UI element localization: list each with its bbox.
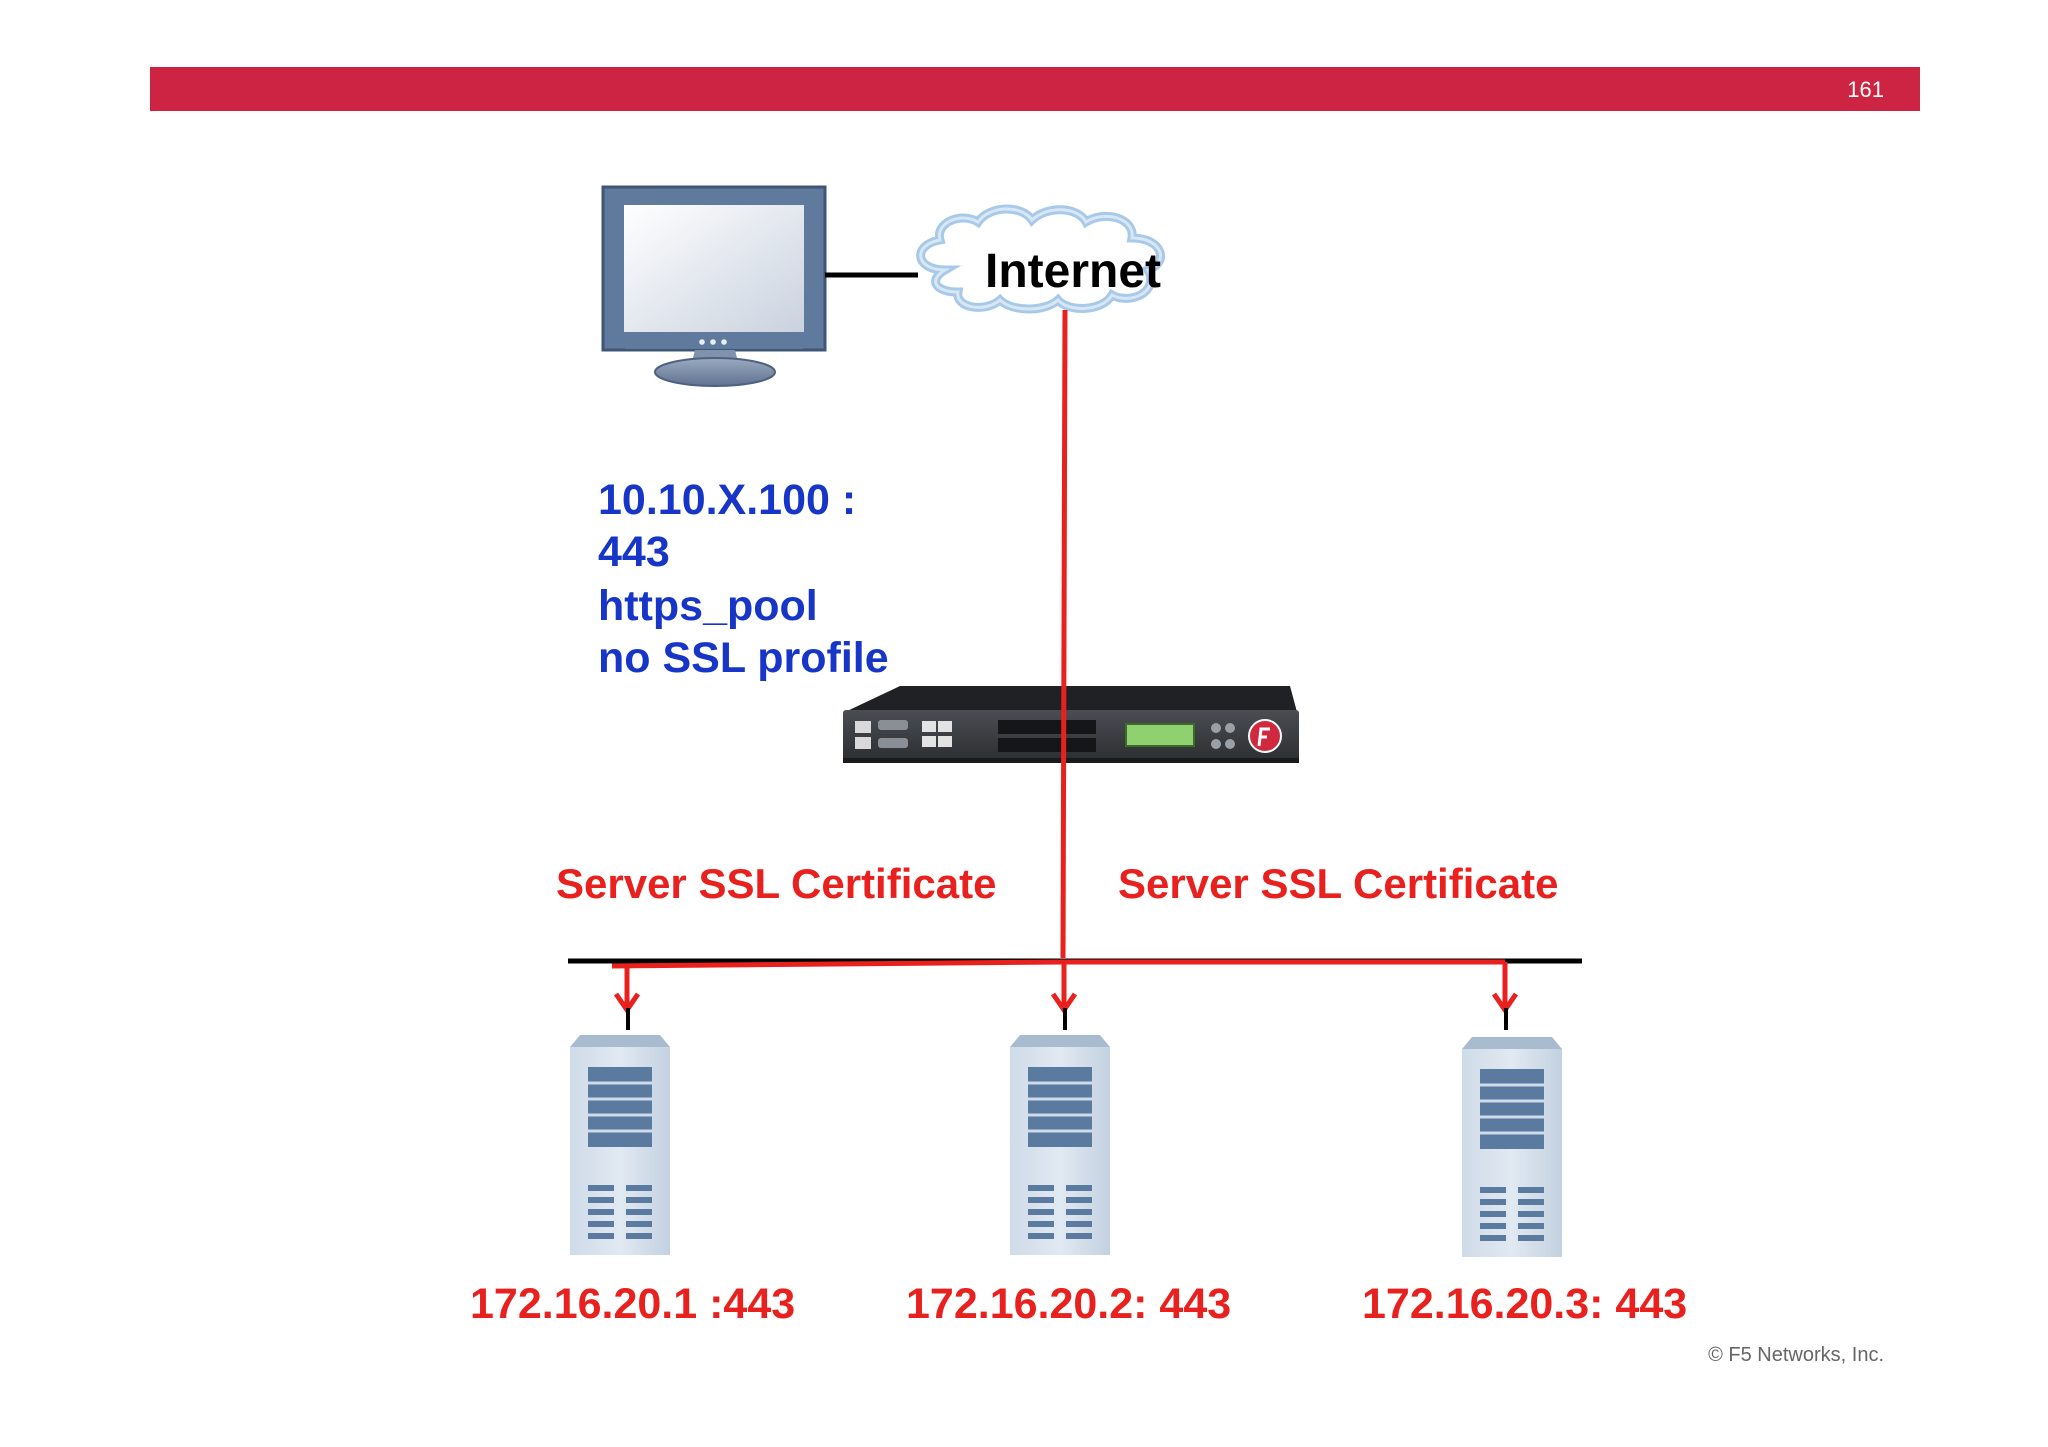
server-icon — [1010, 1033, 1110, 1255]
header-bar: 161 — [150, 67, 1920, 111]
copyright-notice: © F5 Networks, Inc. — [1708, 1344, 1884, 1366]
cloud-icon — [916, 204, 1165, 314]
monitor-icon — [601, 185, 827, 387]
vip-address-line: 10.10.X.100 : — [598, 476, 857, 524]
traffic-path — [611, 309, 1519, 1015]
server-label-3: 172.16.20.3: 443 — [1362, 1280, 1688, 1328]
cert-label-left: Server SSL Certificate — [556, 860, 997, 907]
server-icon — [570, 1033, 670, 1255]
load-balancer-icon — [843, 686, 1299, 763]
cert-label-right: Server SSL Certificate — [1118, 860, 1559, 907]
cloud-label: Internet — [985, 245, 1162, 298]
server-label-1: 172.16.20.1 :443 — [470, 1280, 796, 1328]
server-label-2: 172.16.20.2: 443 — [906, 1280, 1232, 1328]
vip-profile-line: no SSL profile — [598, 634, 889, 682]
server-icon — [1462, 1035, 1562, 1257]
server-drops — [626, 1008, 1508, 1030]
vip-port-line: 443 — [598, 528, 670, 576]
page-number: 161 — [1847, 77, 1884, 102]
vip-pool-line: https_pool — [598, 582, 818, 630]
f5-logo-icon — [1248, 719, 1282, 753]
